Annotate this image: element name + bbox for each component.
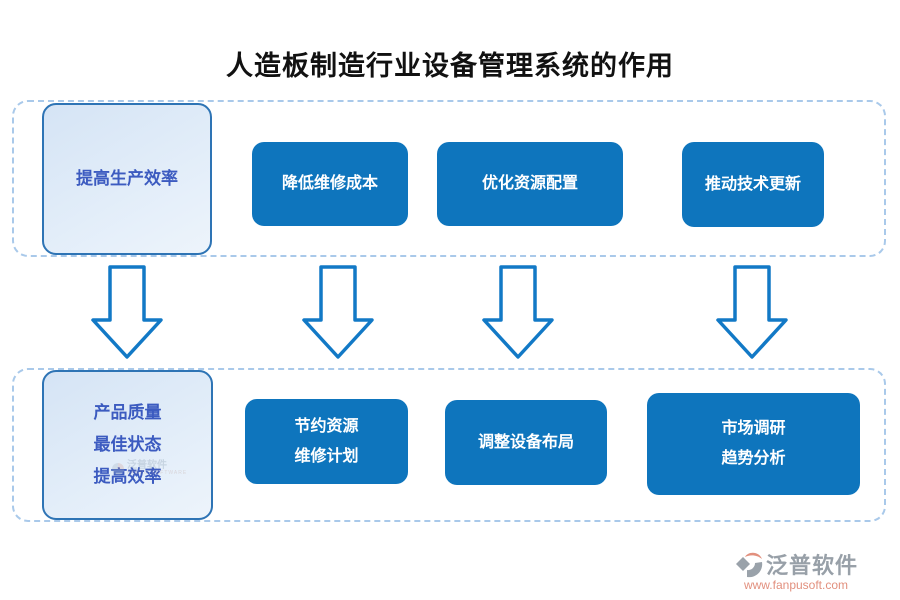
box-line: 最佳状态 xyxy=(93,434,162,454)
footer-site-url[interactable]: www.fanpusoft.com xyxy=(743,578,849,592)
down-arrow-1-icon xyxy=(91,265,163,359)
top-box-promote-tech-update: 推动技术更新 xyxy=(682,142,824,227)
footer-brand-name: 泛普软件 xyxy=(765,553,858,578)
top-box-improve-efficiency: 提高生产效率 xyxy=(42,103,212,255)
diagram-title: 人造板制造行业设备管理系统的作用 xyxy=(226,51,674,81)
box-label: 降低维修成本 xyxy=(281,175,378,193)
bottom-box-save-resources: 节约资源 维修计划 xyxy=(245,399,408,484)
down-arrow-4-icon xyxy=(716,265,788,359)
box-label: 推动技术更新 xyxy=(704,175,801,193)
box-line: 维修计划 xyxy=(294,447,359,465)
box-line: 调整设备布局 xyxy=(477,433,574,451)
down-arrow-3-icon xyxy=(482,265,554,359)
bottom-box-product-quality: 产品质量 最佳状态 提高效率 xyxy=(42,370,213,520)
box-line: 趋势分析 xyxy=(721,450,786,467)
bottom-box-adjust-equipment-layout: 调整设备布局 xyxy=(445,400,607,485)
footer-brand-block: 泛普软件 www.fanpusoft.com xyxy=(706,548,886,592)
box-label: 优化资源配置 xyxy=(481,175,578,193)
top-group-container xyxy=(12,100,886,257)
top-box-reduce-maintenance-cost: 降低维修成本 xyxy=(252,142,408,226)
bottom-box-market-research: 市场调研 趋势分析 xyxy=(647,393,860,495)
down-arrow-2-icon xyxy=(302,265,374,359)
box-line: 提高效率 xyxy=(93,467,162,487)
top-box-optimize-resource-allocation: 优化资源配置 xyxy=(437,142,623,226)
box-line: 节约资源 xyxy=(294,417,359,435)
bottom-group-container xyxy=(12,368,886,522)
box-line: 产品质量 xyxy=(93,402,162,422)
box-line: 市场调研 xyxy=(721,420,786,438)
fanpu-logo-icon xyxy=(735,552,763,578)
box-label: 提高生产效率 xyxy=(76,168,178,188)
